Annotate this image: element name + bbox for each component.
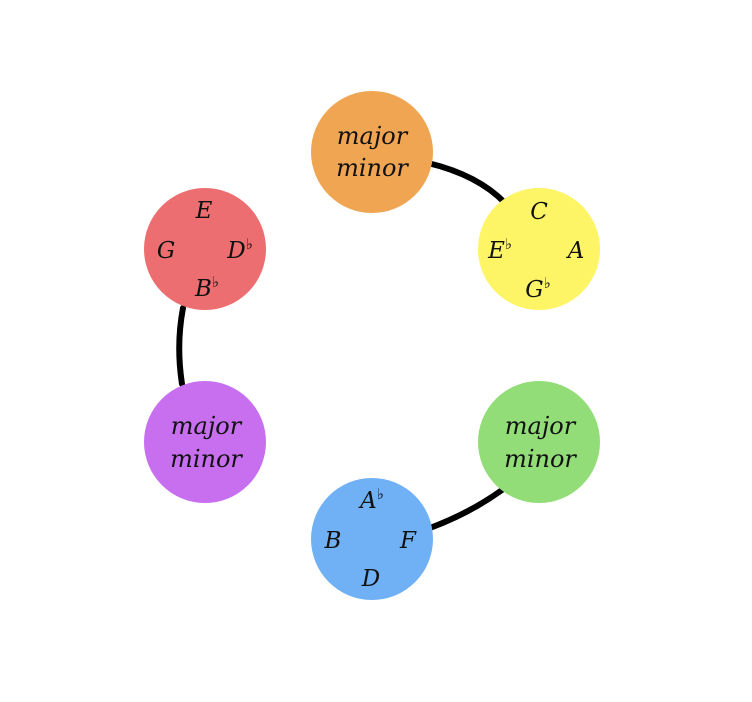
note-red-right: D♭ bbox=[226, 235, 253, 264]
node-red-circle bbox=[144, 188, 266, 310]
note-red-top: E bbox=[195, 198, 213, 224]
node-orange-line-1: major bbox=[337, 122, 409, 150]
node-orange: major minor bbox=[311, 91, 433, 213]
note-blue-left: B bbox=[324, 528, 342, 554]
note-red-bottom: B♭ bbox=[194, 273, 219, 302]
node-green-line-2: minor bbox=[504, 445, 577, 473]
note-yellow-left: E♭ bbox=[487, 235, 512, 264]
node-yellow: C E♭ A G♭ bbox=[478, 188, 600, 310]
node-purple-line-2: minor bbox=[170, 445, 243, 473]
note-yellow-bottom: G♭ bbox=[525, 274, 550, 303]
node-purple-line-1: major bbox=[171, 412, 243, 440]
node-orange-line-2: minor bbox=[336, 154, 409, 182]
node-green: major minor bbox=[478, 381, 600, 503]
node-blue-circle bbox=[311, 478, 433, 600]
node-purple: major minor bbox=[144, 381, 266, 503]
note-blue-top: A♭ bbox=[358, 485, 384, 514]
note-yellow-right: A bbox=[566, 238, 585, 264]
note-blue-bottom: D bbox=[361, 566, 380, 592]
node-purple-circle bbox=[144, 381, 266, 503]
edge-green-blue bbox=[427, 487, 505, 531]
edges bbox=[176, 160, 508, 531]
node-green-circle bbox=[478, 381, 600, 503]
node-green-line-1: major bbox=[505, 412, 577, 440]
node-yellow-circle bbox=[478, 188, 600, 310]
note-red-left: G bbox=[157, 238, 175, 264]
node-red: E G D♭ B♭ bbox=[144, 188, 266, 310]
node-blue: A♭ B F D bbox=[311, 478, 433, 600]
note-yellow-top: C bbox=[530, 199, 548, 225]
node-orange-circle bbox=[311, 91, 433, 213]
edge-purple-red bbox=[176, 305, 186, 387]
note-blue-right: F bbox=[399, 528, 417, 554]
edge-orange-yellow bbox=[425, 160, 508, 206]
